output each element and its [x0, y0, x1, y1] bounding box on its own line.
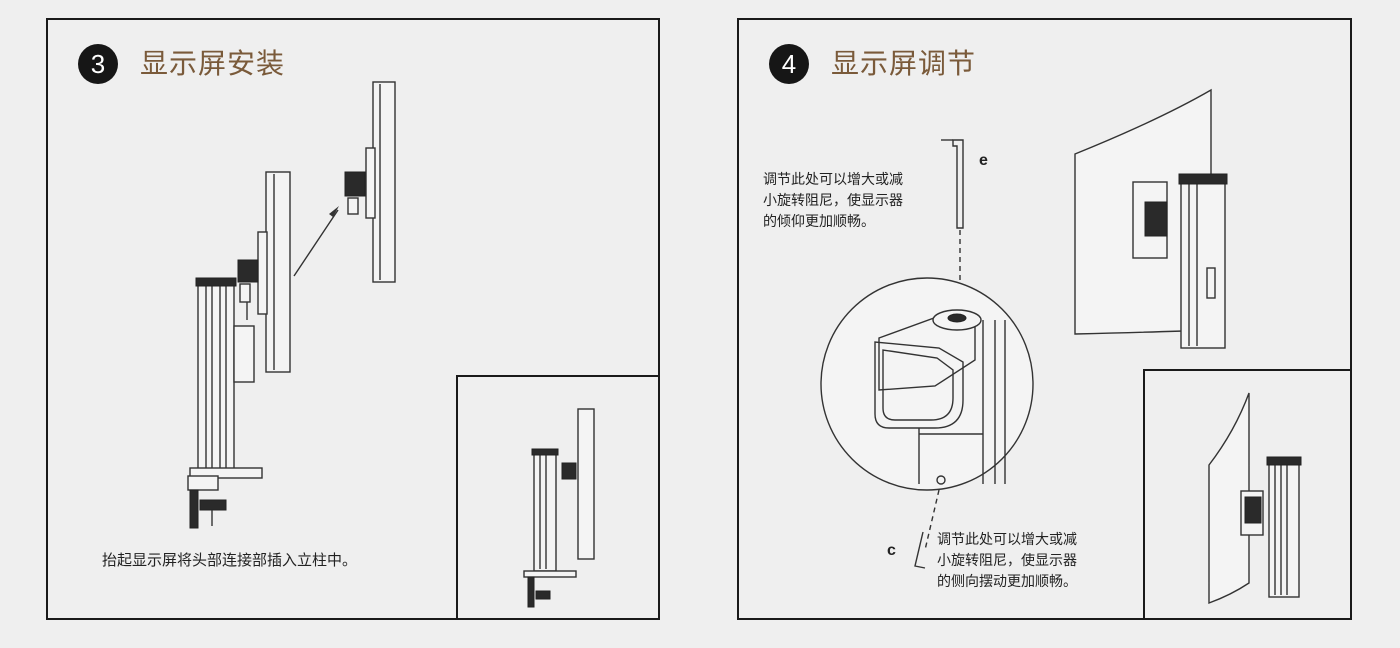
caption-line: 的侧向摆动更加顺畅。 — [937, 574, 1077, 590]
step-title: 显示屏调节 — [831, 47, 977, 80]
step-3-inset — [456, 375, 658, 618]
adjust-illustration — [820, 88, 1228, 569]
step-4-panel: 4 显示屏调节 调节此处可以增大或减 小旋转阻尼，使显示器 的倾仰更加顺畅。 e… — [737, 18, 1352, 620]
step-number-badge: 3 — [78, 44, 118, 84]
step-3-caption: 抬起显示屏将头部连接部插入立柱中。 — [102, 551, 358, 569]
step-title: 显示屏安装 — [140, 47, 286, 80]
caption-line: 小旋转阻尼，使显示器 — [937, 553, 1077, 569]
step-4-inset — [1143, 369, 1350, 618]
caption-line: 调节此处可以增大或减 — [763, 172, 903, 188]
caption-line: 的倾仰更加顺畅。 — [763, 214, 875, 230]
caption-line: 小旋转阻尼，使显示器 — [763, 193, 903, 209]
stand-install-illustration — [187, 81, 396, 529]
step-number-badge: 4 — [769, 44, 809, 84]
inset-assembled-illustration — [523, 408, 595, 608]
label-c: c — [887, 542, 896, 559]
swivel-damping-caption: 调节此处可以增大或减 小旋转阻尼，使显示器 的侧向摆动更加顺畅。 — [937, 530, 1077, 593]
inset-swivel-illustration — [1208, 392, 1302, 604]
step-3-panel: 3 显示屏安装 抬起显示屏将头部连接部插入立柱中。 — [46, 18, 660, 620]
label-e: e — [979, 152, 988, 169]
tilt-damping-caption: 调节此处可以增大或减 小旋转阻尼，使显示器 的倾仰更加顺畅。 — [763, 170, 903, 233]
caption-line: 调节此处可以增大或减 — [937, 532, 1077, 548]
